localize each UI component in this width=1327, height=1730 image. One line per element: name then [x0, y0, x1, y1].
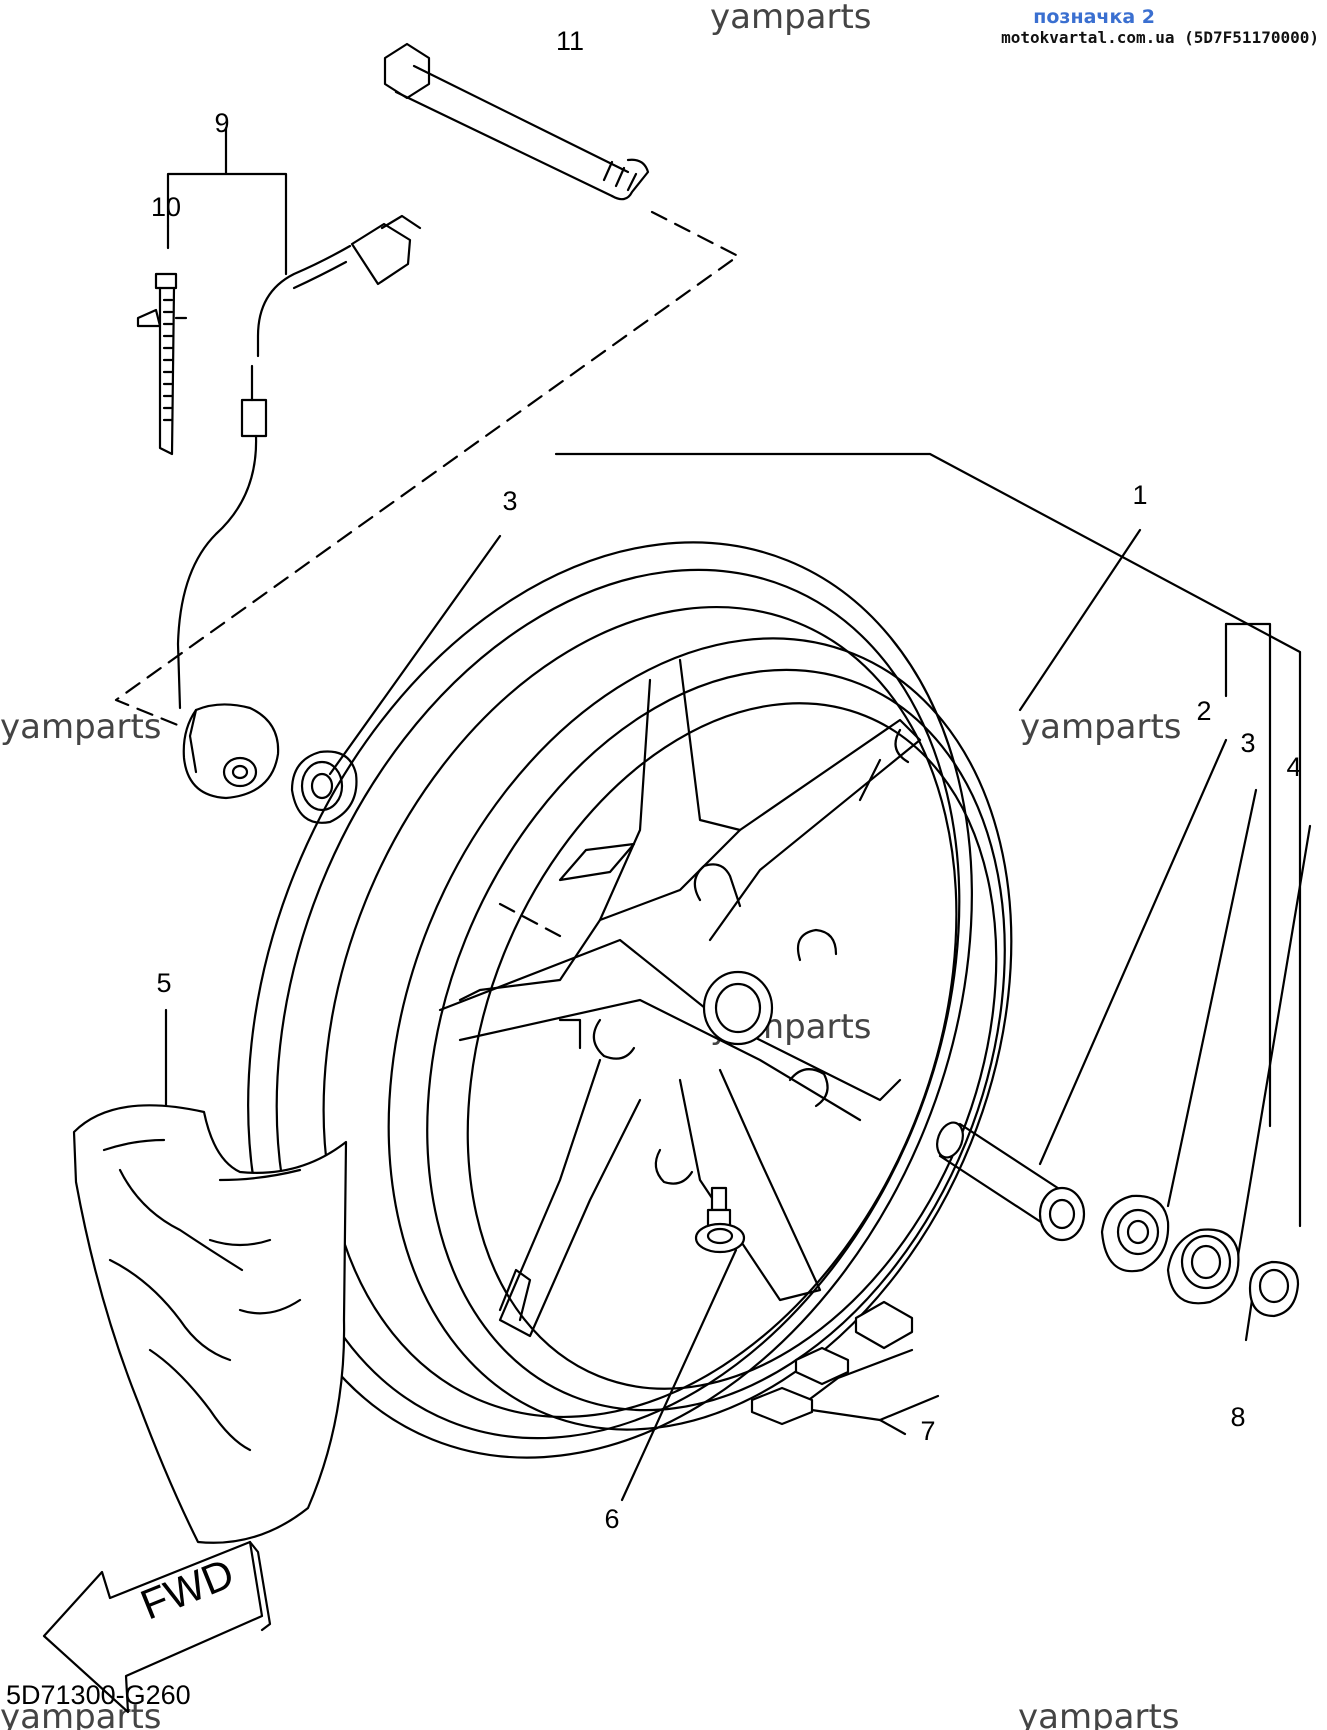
collar: [1248, 1260, 1300, 1318]
callout-11: 11: [556, 26, 584, 56]
watermark-right: yamparts: [1020, 707, 1182, 747]
callout-1: 1: [1132, 480, 1147, 510]
callout-9: 9: [214, 108, 229, 138]
callout-4: 4: [1286, 752, 1301, 782]
bearing-right: [1100, 1194, 1170, 1273]
speed-sensor: [176, 214, 422, 800]
header-label: позначка 2: [1033, 6, 1155, 28]
balance-weights: [750, 1300, 914, 1426]
fwd-arrow: [42, 1540, 272, 1714]
oil-seal: [1166, 1228, 1240, 1305]
callout-3-right: 3: [1240, 728, 1255, 758]
diagram-code: 5D71300-G260: [6, 1680, 191, 1710]
header-site-code: motokvartal.com.ua (5D7F51170000): [1001, 28, 1319, 47]
tire-tread: [72, 1104, 348, 1544]
watermark-top: yamparts: [710, 0, 872, 37]
watermark-bottom-left: yamparts: [0, 1697, 162, 1730]
spacer-collar: [936, 1121, 1086, 1242]
callout-2: 2: [1196, 696, 1211, 726]
callout-3-left: 3: [502, 486, 517, 516]
callout-10: 10: [151, 192, 181, 222]
cable-tie: [136, 272, 188, 456]
watermark-bottom-right: yamparts: [1018, 1697, 1180, 1730]
callout-8: 8: [1230, 1402, 1245, 1432]
bearing-left: [290, 750, 358, 824]
callout-5: 5: [156, 968, 171, 998]
axle-shaft: [383, 42, 650, 201]
wheel-rim: [247, 541, 1013, 1459]
callout-7: 7: [920, 1416, 935, 1446]
callout-6: 6: [604, 1504, 619, 1534]
wheel-hub-spokes: [438, 658, 922, 1338]
watermark-left: yamparts: [0, 707, 162, 747]
valve: [694, 1186, 746, 1254]
